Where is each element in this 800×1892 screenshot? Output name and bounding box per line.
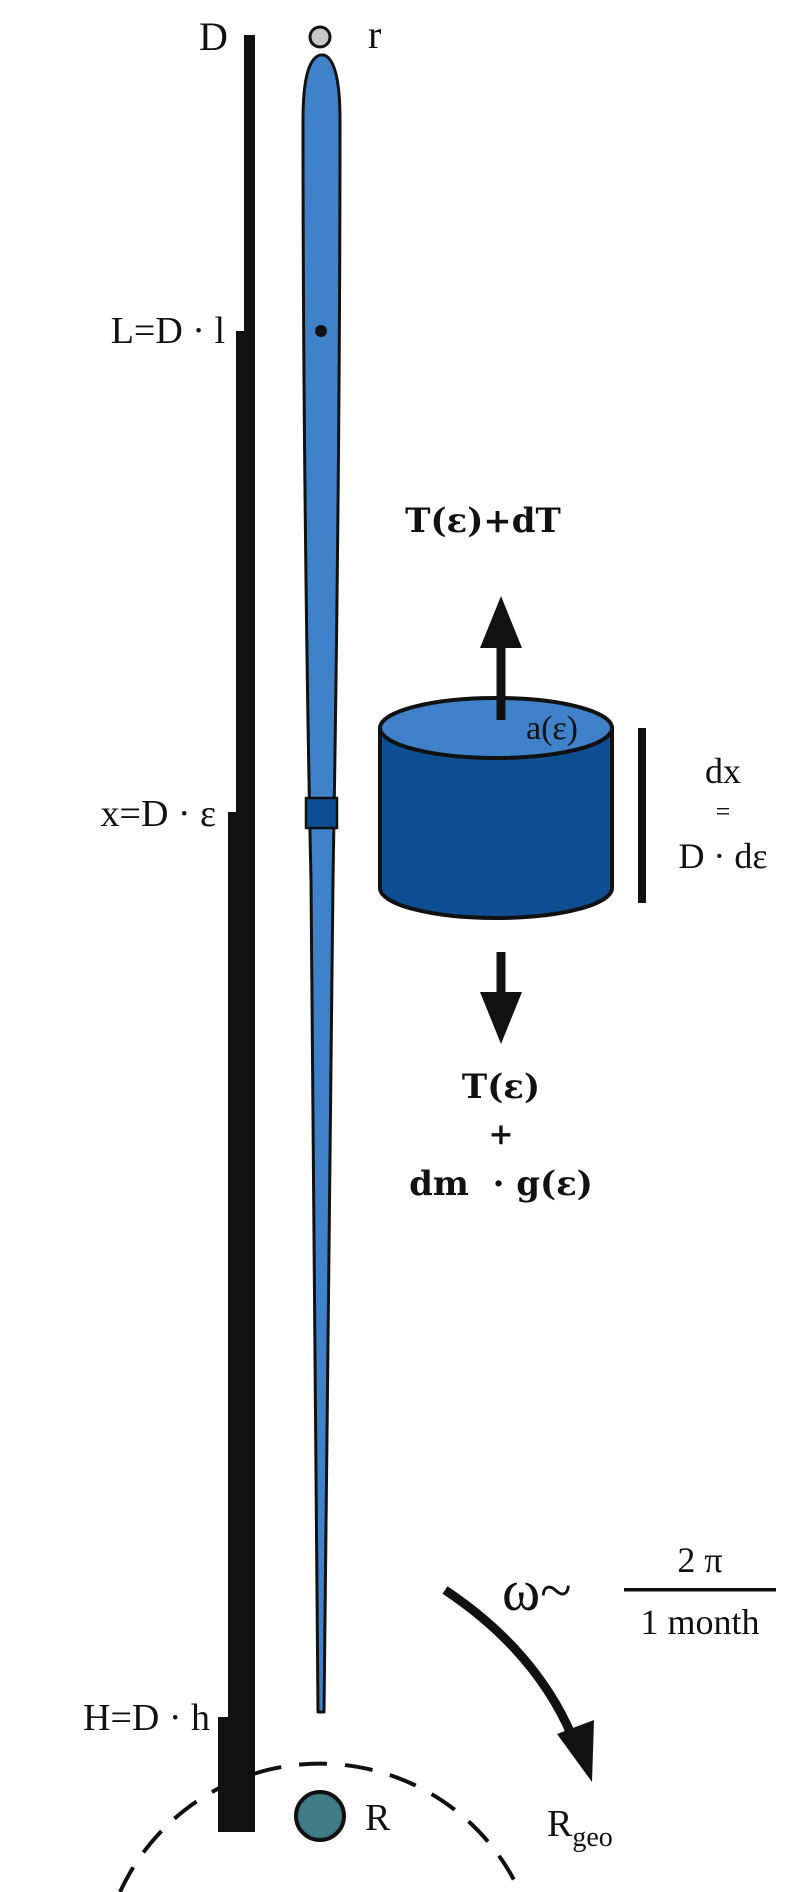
label-d: D xyxy=(199,14,228,59)
scale-bar-h-segment xyxy=(218,1717,255,1832)
label-weight: dm · g(ε) xyxy=(409,1164,593,1204)
tension-down-arrow xyxy=(480,952,522,1044)
label-geo-radius-base: R xyxy=(547,1803,573,1845)
center-of-mass-dot xyxy=(315,325,327,337)
omega-fraction-bar xyxy=(624,1588,776,1592)
label-x-position: x=D · ε xyxy=(101,793,216,835)
cylinder-top xyxy=(378,696,614,760)
label-omega-denominator: 1 month xyxy=(640,1602,759,1642)
tether-element-cylinder xyxy=(378,696,614,920)
planet-circle xyxy=(294,1790,346,1842)
label-tension-up: T(ε)+dT xyxy=(405,501,561,541)
label-l-position: L=D · l xyxy=(111,310,225,352)
label-geo-radius: Rgeo xyxy=(547,1803,613,1853)
length-scale-bar xyxy=(218,35,255,1832)
label-planet-radius: R xyxy=(365,1797,391,1839)
label-dx-expression: D · dε xyxy=(678,836,767,876)
cylinder-side xyxy=(378,726,614,920)
label-geo-radius-subscript: geo xyxy=(572,1822,612,1853)
label-dx-equals: = xyxy=(716,797,731,826)
label-h-position: H=D · h xyxy=(83,1697,210,1739)
label-cross-section: a(ε) xyxy=(526,710,578,747)
label-plus: + xyxy=(488,1117,513,1152)
scale-bar-x-segment xyxy=(228,812,255,1832)
label-omega-numerator: 2 π xyxy=(677,1540,722,1580)
label-r-tip: r xyxy=(368,12,381,57)
label-omega: ω~ xyxy=(502,1558,572,1623)
dx-bracket-bar xyxy=(638,728,646,903)
rotation-arrow xyxy=(442,1586,594,1782)
tension-up-arrow xyxy=(480,596,522,720)
tether-element-band xyxy=(304,796,339,830)
geostationary-orbit-arc xyxy=(118,1761,522,1892)
tether-body xyxy=(301,53,342,1714)
tether-tip-ball xyxy=(308,25,332,49)
label-dx: dx xyxy=(705,751,741,791)
label-tension-down: T(ε) xyxy=(462,1067,540,1107)
